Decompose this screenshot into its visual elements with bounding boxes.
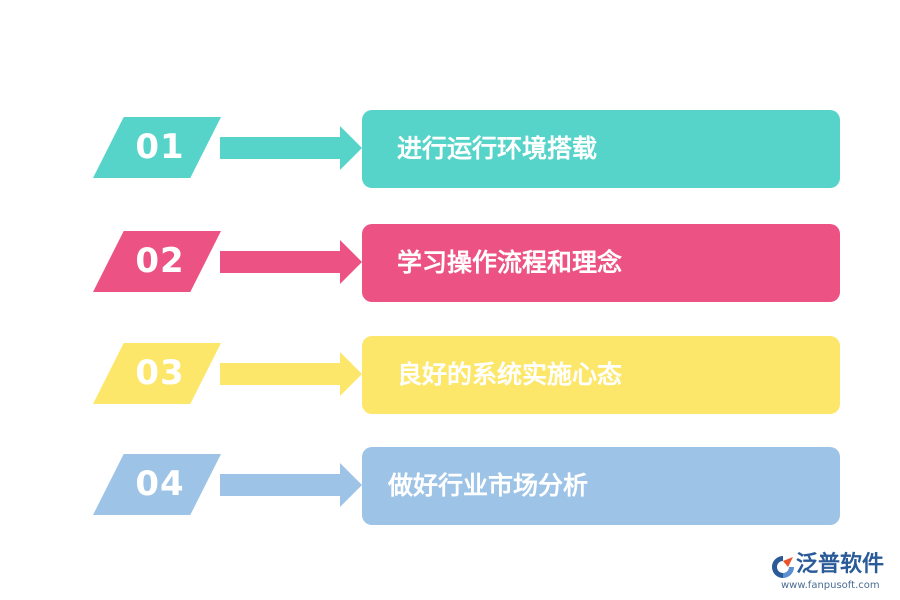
step-number: 03 (135, 353, 185, 393)
arrow-right-icon (220, 126, 362, 170)
logo-url: www.fanpusoft.com (781, 580, 880, 591)
step-label-box (362, 336, 840, 414)
step-4: 04 做好行业市场分析 (0, 447, 900, 527)
step-2: 02 学习操作流程和理念 (0, 224, 900, 304)
fanpu-logo-icon (772, 556, 794, 578)
step-label: 学习操作流程和理念 (397, 248, 623, 277)
step-number: 04 (135, 464, 185, 504)
arrow-right-icon (220, 240, 362, 284)
brand-logo: 泛普软件 www.fanpusoft.com (769, 551, 894, 591)
step-label: 良好的系统实施心态 (397, 360, 623, 389)
arrow-right-icon (220, 463, 362, 507)
step-label: 进行运行环境搭载 (397, 134, 598, 163)
step-1: 01 进行运行环境搭载 (0, 110, 900, 190)
step-number: 01 (135, 127, 185, 167)
step-number: 02 (135, 241, 185, 281)
step-3: 03 良好的系统实施心态 (0, 336, 900, 416)
step-label-box (362, 110, 840, 188)
step-label-box (362, 447, 840, 525)
step-label: 做好行业市场分析 (388, 471, 589, 500)
arrow-right-icon (220, 352, 362, 396)
logo-name: 泛普软件 (796, 552, 885, 577)
step-label-box (362, 224, 840, 302)
